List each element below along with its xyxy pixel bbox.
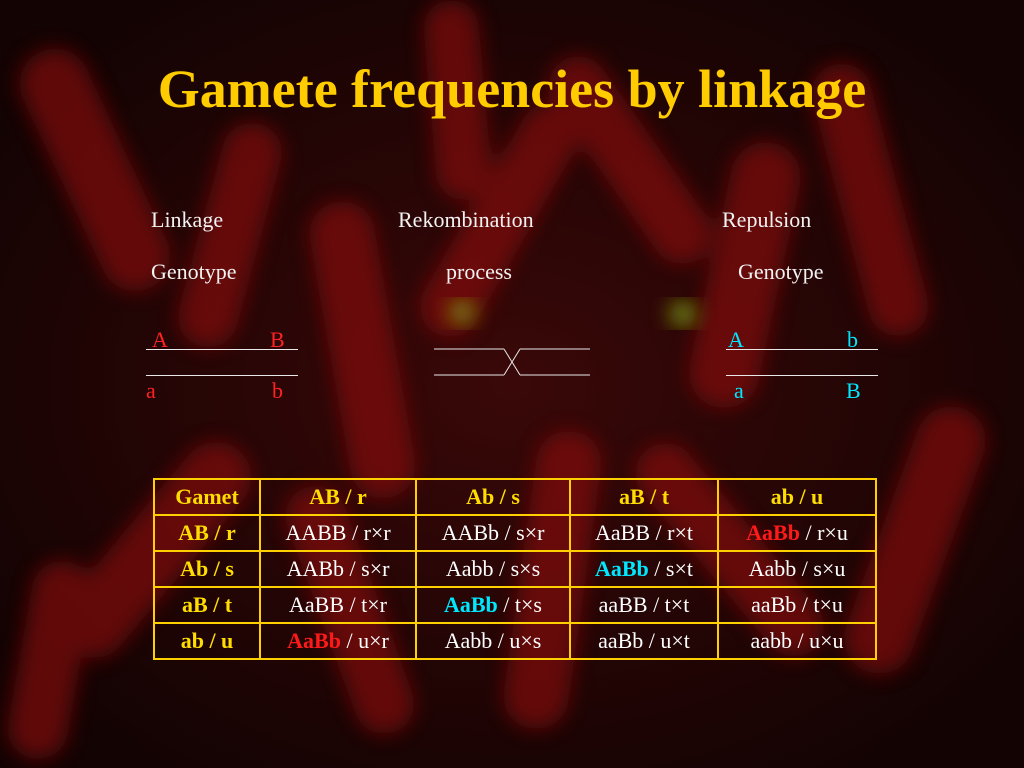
table-row: AB / r AABB / r×r AABb / s×r AaBB / r×t … — [153, 514, 877, 552]
cell-genotype: AaBB — [595, 520, 651, 545]
repulsion-allele-top-left: A — [728, 327, 744, 352]
table-row: Ab / s AABb / s×r Aabb / s×s AaBb / s×t … — [153, 550, 877, 588]
cell-pairing: / u×r — [340, 628, 389, 653]
crossover-diagram — [434, 348, 590, 376]
cell-genotype: Aabb — [445, 556, 494, 581]
cell-genotype: AaBb — [444, 592, 498, 617]
table-cell: AABB / r×r — [259, 514, 417, 552]
cell-genotype: aabb — [750, 628, 792, 653]
cell-genotype: AABB — [285, 520, 347, 545]
cell-pairing: / t×u — [796, 592, 843, 617]
row-header: aB / t — [153, 586, 261, 624]
repulsion-label: Repulsion — [722, 207, 812, 232]
column-header: AB / r — [259, 478, 417, 516]
cell-pairing: / u×s — [492, 628, 542, 653]
table-cell: aaBb / u×t — [569, 622, 719, 660]
page-title: Gamete frequencies by linkage — [157, 59, 867, 119]
cell-pairing: / s×r — [499, 520, 545, 545]
cell-pairing: / s×s — [493, 556, 541, 581]
cell-genotype: aaBb — [598, 628, 644, 653]
repulsion-allele-bottom-left: a — [734, 378, 744, 403]
table-row: aB / t AaBB / t×r AaBb / t×s aaBB / t×t … — [153, 586, 877, 624]
recombination-label: Rekombination — [398, 207, 534, 232]
column-header: ab / u — [717, 478, 877, 516]
table-header-row: Gamet AB / r Ab / s aB / t ab / u — [153, 478, 877, 516]
table-corner-cell: Gamet — [153, 478, 261, 516]
cell-genotype: AaBb — [287, 628, 341, 653]
cell-genotype: aaBb — [751, 592, 797, 617]
row-header: AB / r — [153, 514, 261, 552]
table-cell: AaBB / r×t — [569, 514, 719, 552]
cell-genotype: AaBB — [289, 592, 345, 617]
cell-pairing: / s×u — [796, 556, 846, 581]
repulsion-chromosome-line-bottom — [726, 375, 878, 376]
linkage-allele-top-left: A — [152, 327, 168, 352]
linkage-chromosome-line-top — [146, 349, 298, 350]
table-cell: Aabb / u×s — [415, 622, 571, 660]
linkage-allele-bottom-left: a — [146, 378, 156, 403]
cell-pairing: / u×t — [643, 628, 690, 653]
cell-genotype: Aabb — [748, 556, 797, 581]
cell-pairing: / s×t — [648, 556, 693, 581]
linkage-genotype-label: Genotype — [151, 259, 237, 284]
cell-genotype: Aabb — [444, 628, 493, 653]
table-cell: AaBB / t×r — [259, 586, 417, 624]
row-header: Ab / s — [153, 550, 261, 588]
table-cell: AABb / s×r — [259, 550, 417, 588]
gamete-table: Gamet AB / r Ab / s aB / t ab / u AB / r… — [153, 478, 877, 660]
column-header: Ab / s — [415, 478, 571, 516]
row-header: ab / u — [153, 622, 261, 660]
linkage-allele-top-right: B — [270, 327, 285, 352]
recombination-process-label: process — [446, 259, 512, 284]
cell-pairing: / r×r — [346, 520, 391, 545]
table-cell: aabb / u×u — [717, 622, 877, 660]
linkage-allele-bottom-right: b — [272, 378, 283, 403]
table-cell: AABb / s×r — [415, 514, 571, 552]
cell-pairing: / s×r — [344, 556, 390, 581]
cell-pairing: / u×u — [792, 628, 844, 653]
table-cell: AaBb / t×s — [415, 586, 571, 624]
repulsion-allele-top-right: b — [847, 327, 858, 352]
table-row: ab / u AaBb / u×r Aabb / u×s aaBb / u×t … — [153, 622, 877, 660]
repulsion-genotype-label: Genotype — [738, 259, 824, 284]
table-cell: AaBb / s×t — [569, 550, 719, 588]
column-header: aB / t — [569, 478, 719, 516]
cell-genotype: AaBb — [595, 556, 649, 581]
cell-pairing: / r×t — [650, 520, 693, 545]
repulsion-allele-bottom-right: B — [846, 378, 861, 403]
cell-pairing: / t×r — [344, 592, 387, 617]
table-cell: aaBb / t×u — [717, 586, 877, 624]
cell-pairing: / t×s — [497, 592, 542, 617]
table-cell: aaBB / t×t — [569, 586, 719, 624]
table-cell: Aabb / s×s — [415, 550, 571, 588]
cell-pairing: / t×t — [647, 592, 690, 617]
table-cell: AaBb / u×r — [259, 622, 417, 660]
table-cell: AaBb / r×u — [717, 514, 877, 552]
cell-genotype: AABb — [286, 556, 345, 581]
cell-genotype: AABb — [441, 520, 500, 545]
cell-genotype: aaBB — [598, 592, 648, 617]
linkage-chromosome-line-bottom — [146, 375, 298, 376]
linkage-label: Linkage — [151, 207, 224, 232]
repulsion-chromosome-line-top — [726, 349, 878, 350]
cell-pairing: / r×u — [799, 520, 848, 545]
cell-genotype: AaBb — [746, 520, 800, 545]
table-cell: Aabb / s×u — [717, 550, 877, 588]
